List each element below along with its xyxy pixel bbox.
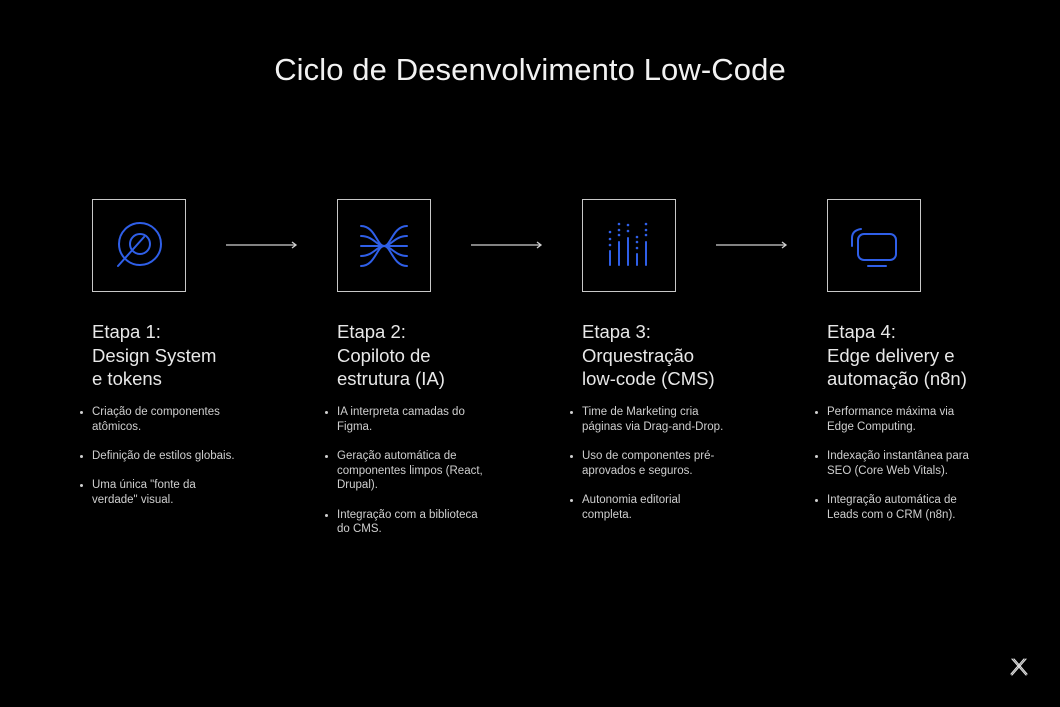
stage-3-bullet: Autonomia editorial completa. bbox=[570, 493, 730, 522]
stage-1-icon-box bbox=[92, 199, 186, 292]
stage-3-bullets: Time de Marketing cria páginas via Drag-… bbox=[570, 405, 730, 537]
stage-3-bullet: Time de Marketing cria páginas via Drag-… bbox=[570, 405, 730, 434]
stage-4-bullet: Integração automática de Leads com o CRM… bbox=[815, 493, 980, 522]
stage-1-bullet: Uma única "fonte da verdade" visual. bbox=[80, 478, 240, 507]
stage-4-bullet: Performance máxima via Edge Computing. bbox=[815, 405, 980, 434]
stage-4-name-line2: automação (n8n) bbox=[827, 368, 967, 389]
stage-1-step: Etapa 1: bbox=[92, 321, 161, 342]
stage-4-title: Etapa 4: Edge delivery e automação (n8n) bbox=[827, 320, 1047, 391]
stage-2-step: Etapa 2: bbox=[337, 321, 406, 342]
converging-lines-icon bbox=[360, 224, 408, 267]
stage-3-step: Etapa 3: bbox=[582, 321, 651, 342]
stage-1-name-line1: Design System bbox=[92, 344, 217, 366]
stage-2-name-line2: estrutura (IA) bbox=[337, 368, 445, 389]
stage-1-name-line2: e tokens bbox=[92, 368, 162, 389]
stage-1-bullets: Criação de componentes atômicos. Definiç… bbox=[80, 405, 240, 522]
arrow-right-icon bbox=[226, 241, 298, 249]
stage-1-bullet: Definição de estilos globais. bbox=[80, 449, 240, 464]
stage-2-bullet: Integração com a biblioteca do CMS. bbox=[325, 508, 485, 537]
equalizer-bars-icon bbox=[608, 222, 648, 266]
target-icon bbox=[117, 221, 162, 267]
stage-2-bullet: Geração automática de componentes limpos… bbox=[325, 449, 485, 493]
stage-1-bullet: Criação de componentes atômicos. bbox=[80, 405, 240, 434]
stage-3-title: Etapa 3: Orquestração low-code (CMS) bbox=[582, 320, 802, 391]
stage-3-icon-box bbox=[582, 199, 676, 292]
stage-2-icon-box bbox=[337, 199, 431, 292]
monitor-icon bbox=[851, 227, 897, 267]
stage-2-bullets: IA interpreta camadas do Figma. Geração … bbox=[325, 405, 485, 551]
stage-2-title: Etapa 2: Copiloto de estrutura (IA) bbox=[337, 320, 557, 391]
arrow-right-icon bbox=[716, 241, 788, 249]
stage-2-name-line1: Copiloto de bbox=[337, 344, 431, 366]
stage-3-name-line2: low-code (CMS) bbox=[582, 368, 715, 389]
stage-4-step: Etapa 4: bbox=[827, 321, 896, 342]
stage-3-name-line1: Orquestração bbox=[582, 344, 695, 366]
stage-4-icon-box bbox=[827, 199, 921, 292]
diagram-title: Ciclo de Desenvolvimento Low-Code bbox=[274, 52, 786, 87]
stage-2-bullet: IA interpreta camadas do Figma. bbox=[325, 405, 485, 434]
arrow-right-icon bbox=[471, 241, 543, 249]
stage-4-bullets: Performance máxima via Edge Computing. I… bbox=[815, 405, 980, 537]
stage-1-title: Etapa 1: Design System e tokens bbox=[92, 320, 312, 391]
stage-4-bullet: Indexação instantânea para SEO (Core Web… bbox=[815, 449, 980, 478]
stage-4-name-line1: Edge delivery e bbox=[827, 344, 955, 366]
stage-3-bullet: Uso de componentes pré-aprovados e segur… bbox=[570, 449, 730, 478]
x-logo-icon bbox=[1010, 658, 1028, 676]
